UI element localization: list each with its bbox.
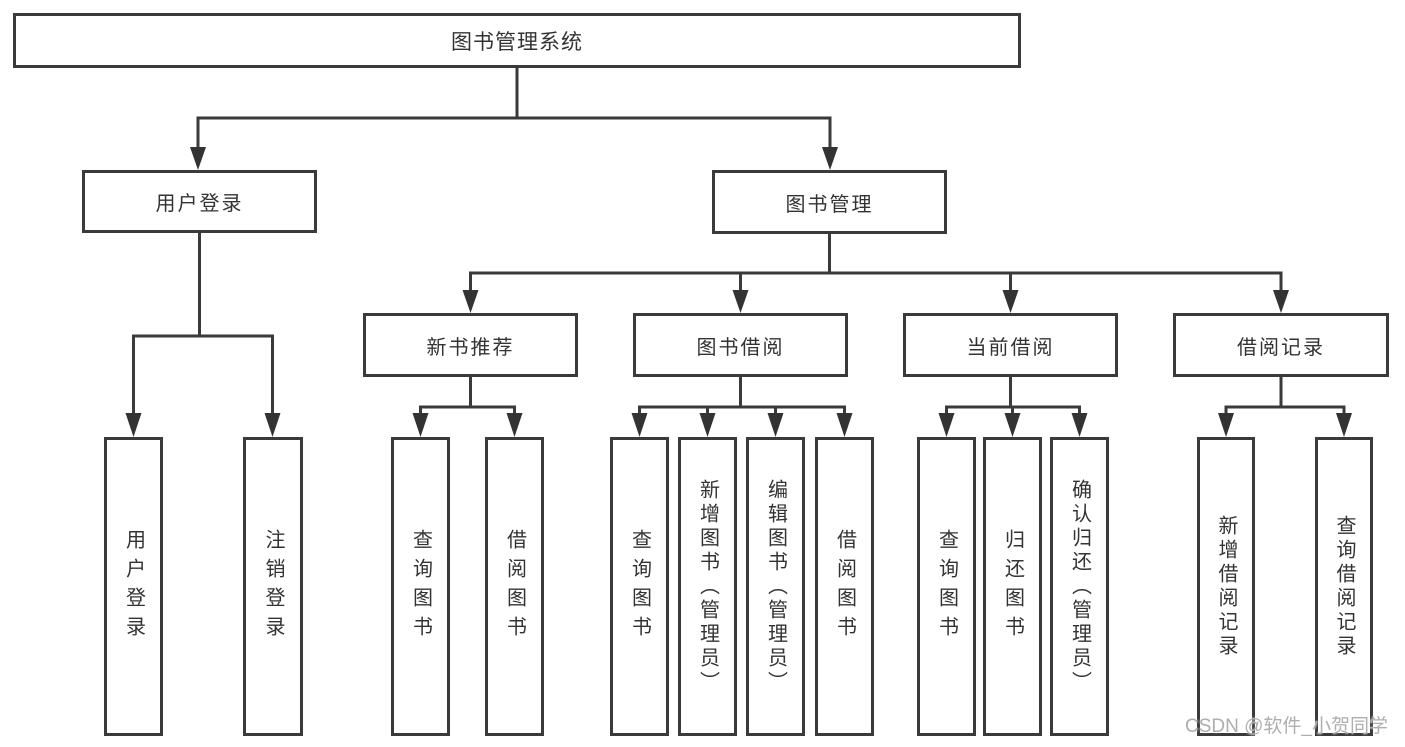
leaf-add-borrow-record: 新增借阅记录 xyxy=(1197,437,1255,736)
node-label: 查询图书 xyxy=(409,528,432,645)
node-label: 图书管理 xyxy=(785,193,874,216)
leaf-confirm-return-admin: 确认归还（管理员） xyxy=(1050,437,1109,736)
node-label: 编辑图书（管理员） xyxy=(764,478,787,695)
node-book-management: 图书管理 xyxy=(712,170,947,234)
node-label: 确认归还（管理员） xyxy=(1068,478,1091,695)
node-book-borrow: 图书借阅 xyxy=(633,313,848,377)
node-label: 新增图书（管理员） xyxy=(696,478,719,695)
node-label: 图书管理系统 xyxy=(451,30,583,54)
leaf-edit-book-admin: 编辑图书（管理员） xyxy=(746,437,805,736)
leaf-return-books: 归还图书 xyxy=(983,437,1042,736)
node-borrow-records: 借阅记录 xyxy=(1173,313,1389,377)
node-new-book-recommend: 新书推荐 xyxy=(363,313,578,377)
node-label: 新书推荐 xyxy=(426,336,515,359)
node-label: 用户登录 xyxy=(155,193,244,215)
node-label: 借阅图书 xyxy=(833,528,856,645)
leaf-user-login: 用户登录 xyxy=(104,437,163,736)
node-current-borrow: 当前借阅 xyxy=(903,313,1118,377)
node-label: 当前借阅 xyxy=(966,336,1055,359)
node-label: 借阅记录 xyxy=(1237,336,1325,359)
node-label: 查询图书 xyxy=(935,528,958,645)
watermark: CSDN @软件_小贺同学 xyxy=(1185,716,1388,737)
node-label: 查询图书 xyxy=(628,528,651,645)
node-label: 用户登录 xyxy=(122,528,145,645)
leaf-query-borrow-record: 查询借阅记录 xyxy=(1315,437,1373,736)
leaf-logout-login: 注销登录 xyxy=(243,437,303,736)
leaf-borrow-books: 借阅图书 xyxy=(815,437,874,736)
leaf-borrow-books-recommend: 借阅图书 xyxy=(485,437,544,736)
node-library-management-system: 图书管理系统 xyxy=(13,13,1021,68)
node-label: 新增借阅记录 xyxy=(1215,514,1237,659)
node-label: 图书借阅 xyxy=(696,336,785,359)
node-label: 归还图书 xyxy=(1001,528,1024,645)
leaf-query-books-borrow: 查询图书 xyxy=(610,437,669,736)
node-label: 借阅图书 xyxy=(503,528,526,645)
leaf-query-books-recommend: 查询图书 xyxy=(391,437,450,736)
leaf-query-books-current: 查询图书 xyxy=(917,437,976,736)
node-user-login: 用户登录 xyxy=(82,170,317,233)
leaf-add-book-admin: 新增图书（管理员） xyxy=(678,437,737,736)
node-label: 查询借阅记录 xyxy=(1333,514,1355,659)
node-label: 注销登录 xyxy=(262,528,284,645)
